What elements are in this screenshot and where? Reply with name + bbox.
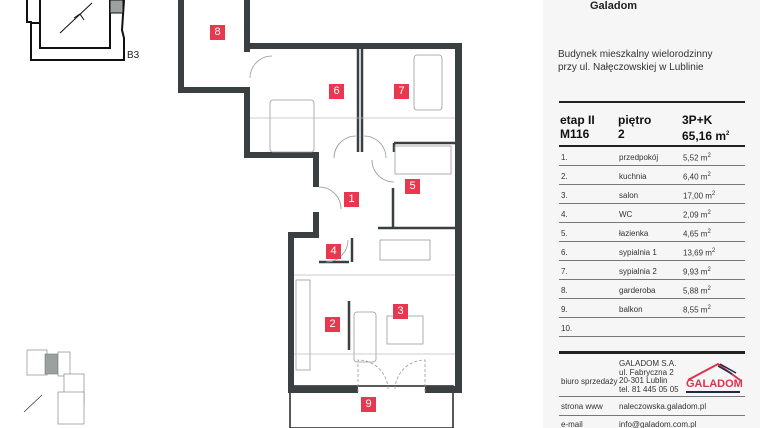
- floor-plan-drawing: [23, 0, 462, 428]
- galadom-logo[interactable]: GALADOM: [684, 360, 743, 394]
- email-link[interactable]: info@galadom.com.pl: [619, 420, 697, 428]
- website-link[interactable]: naleczowska.galadom.pl: [619, 402, 707, 411]
- building-label: B3: [127, 50, 140, 61]
- divider: [559, 145, 745, 147]
- stage-unit: etap II M116: [560, 113, 595, 141]
- floor-plan: 8 6 7 5 1 4 3 2 9 B3: [23, 0, 462, 428]
- divider: [559, 396, 745, 397]
- divider: [559, 415, 745, 416]
- room-badge-8: 8: [210, 25, 225, 40]
- table-row: 10.: [559, 318, 745, 337]
- roof-logo-icon: [687, 362, 741, 381]
- room-badge-6: 6: [329, 84, 344, 99]
- building-outline-icon: [26, 0, 125, 61]
- divider: [559, 101, 745, 103]
- site-key-plan-icon: [23, 349, 85, 425]
- info-panel: [543, 0, 760, 428]
- unit-highlight: [109, 0, 124, 14]
- room-badge-5: 5: [405, 179, 420, 194]
- brand-name: Galadom: [590, 0, 638, 12]
- room-badge-7: 7: [394, 84, 409, 99]
- room-badge-3: 3: [393, 304, 408, 319]
- room-badge-1: 1: [344, 192, 359, 207]
- room-badge-4: 4: [326, 244, 341, 259]
- layout-area: 3P+K 65,16 m2: [682, 113, 730, 143]
- floor-info: piętro 2: [618, 113, 652, 141]
- sales-office: biuro sprzedaży GALADOM S.A. ul. Fabrycz…: [561, 359, 743, 394]
- building-description: Budynek mieszkalny wielorodzinny przy ul…: [558, 49, 713, 73]
- north-arrow-icon: [59, 2, 93, 34]
- room-badge-9: 9: [361, 397, 376, 412]
- room-badge-2: 2: [325, 317, 340, 332]
- divider: [559, 351, 745, 354]
